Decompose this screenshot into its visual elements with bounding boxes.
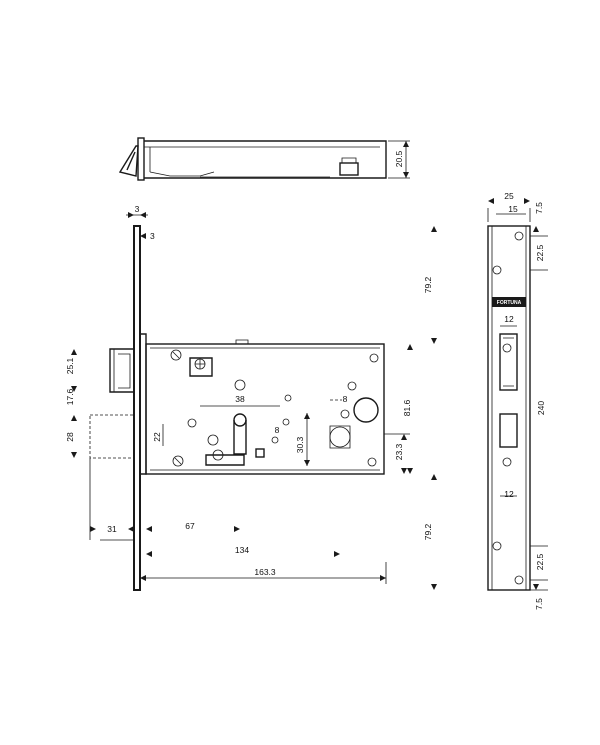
dim-square-8: 8 — [343, 394, 348, 404]
dim-latch-height: 17.6 — [65, 388, 75, 405]
dim-opening-top: 12 — [504, 314, 514, 324]
dim-faceplate-edge: 3 — [150, 231, 155, 241]
dim-bolt-projection: 31 — [107, 524, 117, 534]
dim-follower-offset: 30.3 — [295, 436, 305, 453]
dim-case-depth-134: 134 — [235, 545, 249, 555]
dim-cylinder-height: 22 — [152, 432, 162, 442]
dim-side-height: 20.5 — [394, 150, 404, 167]
front-view: 3 3 79.2 81.6 23.3 79.2 25.1 17.6 28 38 — [65, 204, 437, 591]
dim-case-depth-67: 67 — [185, 521, 195, 531]
dim-strike-edge-top: 7.5 — [534, 202, 544, 214]
brand-logo: FORTUNA — [497, 300, 522, 306]
dim-cylinder-spacing: 38 — [235, 394, 245, 404]
dim-latch-offset: 25.1 — [65, 357, 75, 374]
dim-bolt-height: 28 — [65, 432, 75, 442]
dim-strike-edge-bottom: 7.5 — [534, 598, 544, 610]
dim-strike-width: 25 — [504, 191, 514, 201]
dim-top-to-case: 79.2 — [423, 276, 433, 293]
dim-center-81-6: 81.6 — [402, 399, 412, 416]
dim-strike-screw-bottom: 22.5 — [535, 553, 545, 570]
strike-plate: FORTUNA 25 15 7.5 22.5 12 240 12 22.5 7.… — [487, 191, 548, 610]
dim-handle-spindle: 8 — [275, 425, 280, 435]
dim-faceplate-thickness: 3 — [135, 204, 140, 214]
dim-overall-depth: 163.3 — [254, 567, 276, 577]
dim-lower-23-3: 23.3 — [394, 443, 404, 460]
dim-strike-inner: 15 — [508, 204, 518, 214]
dim-strike-screw-top: 22.5 — [535, 244, 545, 261]
side-view: 20.5 — [118, 137, 410, 181]
dim-strike-length: 240 — [536, 401, 546, 415]
dim-opening-bottom: 12 — [504, 489, 514, 499]
dim-bottom-to-case: 79.2 — [423, 523, 433, 540]
